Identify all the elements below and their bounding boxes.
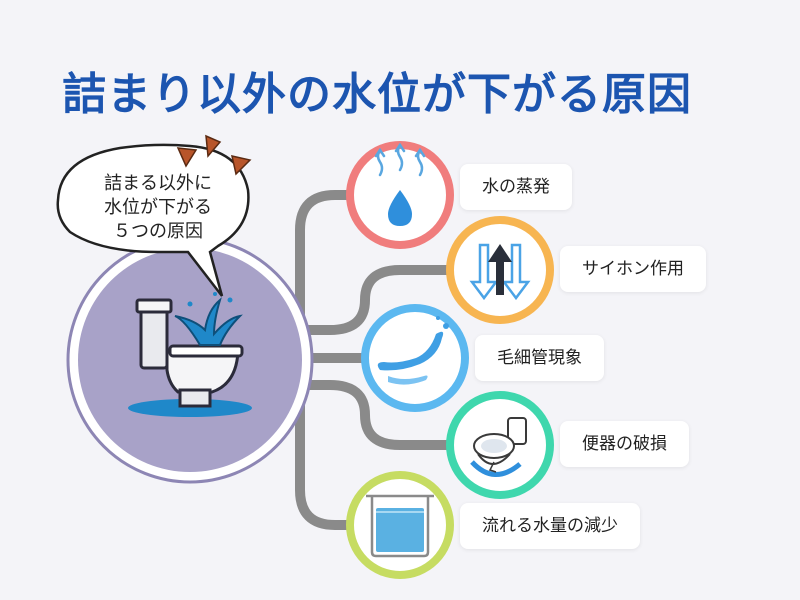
water-splash-icon [377, 316, 449, 385]
cause-label-capillary: 毛細管現象 [475, 335, 604, 381]
cause-node-capillary [361, 304, 469, 412]
cause-node-evaporation [346, 141, 454, 249]
water-beaker-icon [366, 494, 434, 558]
connector-water-volume [295, 380, 355, 530]
cause-node-water-volume [346, 471, 454, 579]
alert-burst-icon [176, 134, 252, 176]
cause-node-broken [446, 391, 554, 499]
speech-bubble [56, 143, 250, 297]
overflowing-toilet-icon [128, 292, 252, 417]
bubble-line-2: 水位が下がる [104, 197, 212, 218]
cause-node-siphon [446, 216, 554, 324]
broken-toilet-icon [470, 417, 527, 477]
evaporation-icon [374, 142, 426, 226]
page-title: 詰まり以外の水位が下がる原因 [62, 69, 692, 120]
cause-label-water-volume: 流れる水量の減少 [460, 503, 640, 549]
connector-evaporation [295, 190, 355, 335]
cause-label-evaporation: 水の蒸発 [460, 164, 572, 210]
speech-bubble-text: 詰まる以外に 水位が下がる ５つの原因 [88, 172, 228, 244]
siphon-arrows-icon [469, 243, 531, 301]
connector-siphon [295, 265, 455, 335]
cause-label-broken: 便器の破損 [560, 421, 689, 467]
connector-broken [295, 380, 455, 450]
cause-label-siphon: サイホン作用 [560, 246, 706, 292]
toilet-hub [66, 236, 314, 484]
bubble-line-1: 詰まる以外に [104, 173, 212, 194]
bubble-line-3: ５つの原因 [113, 221, 203, 242]
